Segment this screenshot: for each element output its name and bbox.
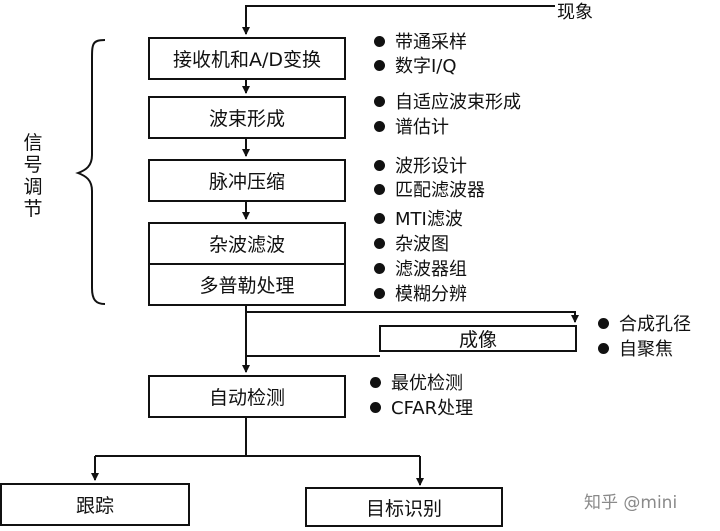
detection-split xyxy=(95,412,420,457)
beamforming-box: 波束形成 xyxy=(148,96,346,139)
recognition-box: 目标识别 xyxy=(305,487,503,527)
bullet-dot xyxy=(374,263,385,274)
bullet-dot xyxy=(374,160,385,171)
receiver-box: 接收机和A/D变换 xyxy=(148,37,346,80)
bullet-text: 模糊分辨 xyxy=(395,284,467,305)
bullet-item: CFAR处理 xyxy=(370,398,473,420)
bullet-item: 合成孔径 xyxy=(598,314,691,336)
side-label-char: 号 xyxy=(23,154,43,176)
bullet-item: 匹配滤波器 xyxy=(374,180,485,202)
bullet-item: 数字I/Q xyxy=(374,56,457,78)
signal-conditioning-brace xyxy=(75,39,106,305)
bullet-text: 匹配滤波器 xyxy=(395,180,485,201)
bullet-text: 数字I/Q xyxy=(395,56,457,77)
bullet-dot xyxy=(598,343,609,354)
bullet-item: 滤波器组 xyxy=(374,259,467,281)
bullet-item: 模糊分辨 xyxy=(374,284,467,306)
input-arrow xyxy=(242,5,555,35)
bullet-text: MTI滤波 xyxy=(395,209,463,230)
bullet-dot xyxy=(370,402,381,413)
bullet-item: 自适应波束形成 xyxy=(374,92,521,114)
bullet-text: 带通采样 xyxy=(395,32,467,53)
pulse-compression-box: 脉冲压缩 xyxy=(148,159,346,202)
bullet-item: 带通采样 xyxy=(374,32,467,54)
bullet-item: 最优检测 xyxy=(370,373,463,395)
bullet-dot xyxy=(374,96,385,107)
bullet-text: 滤波器组 xyxy=(395,259,467,280)
bullet-text: 波形设计 xyxy=(395,156,467,177)
bullet-dot xyxy=(374,238,385,249)
bullet-item: 波形设计 xyxy=(374,156,467,178)
imaging-box: 成像 xyxy=(379,325,577,352)
bullet-item: 杂波图 xyxy=(374,234,449,256)
watermark: 知乎 @mini xyxy=(584,493,678,513)
bullet-dot xyxy=(370,377,381,388)
input-label: 现象 xyxy=(557,2,593,23)
bullet-dot xyxy=(374,36,385,47)
bullet-item: 自聚焦 xyxy=(598,339,673,361)
bullet-text: 杂波图 xyxy=(395,234,449,255)
branch-to-imaging xyxy=(245,306,579,323)
side-label-char: 节 xyxy=(23,198,43,220)
bullet-text: 自适应波束形成 xyxy=(395,92,521,113)
bullet-dot xyxy=(374,288,385,299)
side-label-char: 信 xyxy=(23,132,43,154)
bullet-item: 谱估计 xyxy=(374,117,449,139)
bullet-text: 合成孔径 xyxy=(619,314,691,335)
clutter-filter-box: 杂波滤波 xyxy=(148,222,346,265)
doppler-box: 多普勒处理 xyxy=(148,263,346,306)
bullet-dot xyxy=(374,184,385,195)
bullet-dot xyxy=(374,60,385,71)
bullet-text: CFAR处理 xyxy=(391,398,474,419)
bullet-text: 谱估计 xyxy=(395,117,449,138)
bullet-dot xyxy=(374,213,385,224)
bullet-item: MTI滤波 xyxy=(374,209,463,231)
bullet-text: 最优检测 xyxy=(391,373,463,394)
tracking-box: 跟踪 xyxy=(0,483,190,526)
side-label-char: 调 xyxy=(23,176,43,198)
bullet-dot xyxy=(374,121,385,132)
detection-box: 自动检测 xyxy=(148,375,346,418)
bullet-text: 自聚焦 xyxy=(619,339,673,360)
bullet-dot xyxy=(598,318,609,329)
